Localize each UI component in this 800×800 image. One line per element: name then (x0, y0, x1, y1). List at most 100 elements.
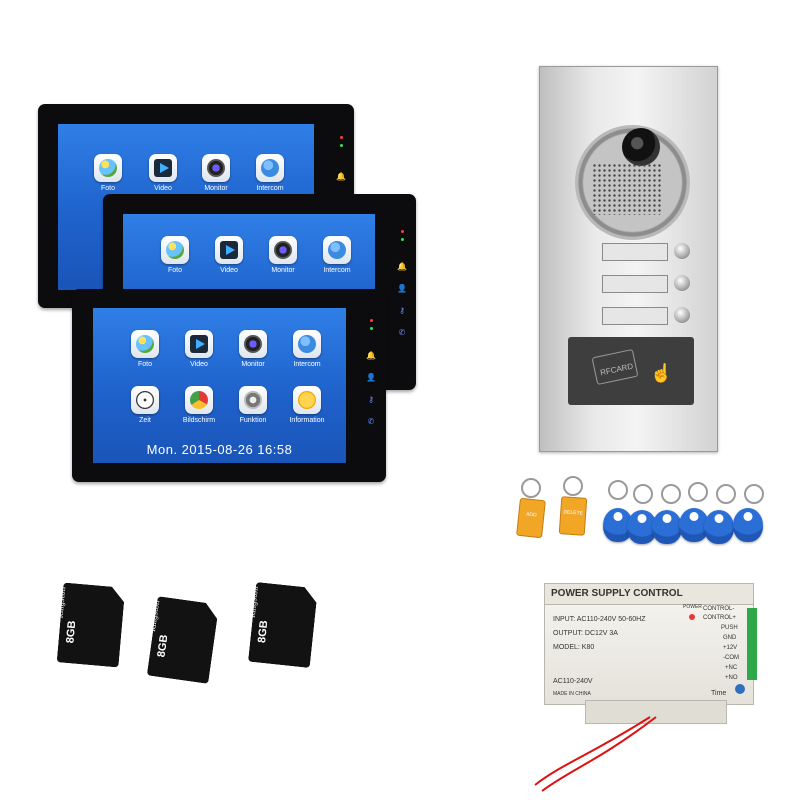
call-button-3[interactable] (674, 307, 690, 323)
keyring-6 (688, 482, 708, 502)
sd-capacity: 8GB (256, 619, 271, 644)
power-supply-unit: POWER SUPPLY CONTROL INPUT: AC110-240V 5… (544, 583, 757, 705)
sd-brand: Kingston (148, 599, 162, 633)
psu-made-label: MADE IN CHINA (553, 691, 591, 697)
sd-capacity: 8GB (64, 620, 79, 644)
monitor-front: Foto Video Monitor Intercom Zeit Bildsch… (72, 289, 386, 482)
nameplate-1 (602, 243, 668, 261)
sd-brand: Kingston (56, 586, 68, 619)
app-bildschirm[interactable]: Bildschirm (179, 386, 219, 424)
app-monitor[interactable]: Monitor (233, 330, 273, 368)
app-foto[interactable]: Foto (155, 236, 195, 274)
psu-input: INPUT: AC110-240V 50-60HZ (553, 616, 646, 623)
bell-icon[interactable]: 🔔 (397, 262, 407, 271)
sd-card-1: Kingston 8GB (57, 582, 126, 667)
psu-ac-label: AC110-240V (553, 678, 593, 685)
app-label: Funktion (239, 417, 267, 424)
app-label: Monitor (241, 361, 265, 368)
app-label: Zeit (139, 417, 151, 424)
power-led-icon (689, 614, 695, 620)
rfid-reader[interactable]: RFCARD ☝ (568, 337, 694, 405)
app-label: Foto (100, 185, 115, 192)
app-monitor[interactable]: Monitor (263, 236, 303, 274)
psu-model: MODEL: K80 (553, 644, 595, 651)
led-red (339, 136, 343, 139)
terminal-label-5: +12V (723, 645, 738, 651)
key-icon[interactable]: ⚷ (399, 306, 405, 315)
sd-capacity: 8GB (155, 633, 171, 658)
app-label: Bildschirm (182, 417, 216, 424)
blue-keyfob-6 (733, 508, 763, 542)
keyring-1 (521, 478, 541, 498)
terminal-label-7: +NC (725, 665, 738, 671)
door-station-panel: RFCARD ☝ (539, 66, 718, 452)
phone-icon[interactable]: ✆ (398, 328, 406, 337)
app-label: Video (220, 267, 238, 274)
nameplate-2 (602, 275, 668, 293)
keyring-4 (633, 484, 653, 504)
keyring-5 (661, 484, 681, 504)
clock-icon (131, 386, 159, 414)
admin-delete-keyfob: DELETE (558, 496, 588, 536)
time-knob-icon[interactable] (735, 684, 745, 694)
psu-mount-bracket (585, 700, 727, 724)
user-icon[interactable]: 👤 (366, 373, 376, 382)
video-icon (149, 154, 177, 182)
monitor-middle-side-controls: 🔔 👤 ⚷ ✆ (397, 230, 407, 351)
admin-add-keyfob: ADD (516, 497, 546, 539)
psu-power-label: POWER (683, 604, 702, 610)
app-video[interactable]: Video (209, 236, 249, 274)
sd-card-3: Kingston 8GB (248, 582, 318, 668)
blue-keyfob-3 (652, 510, 682, 544)
intercom-icon (256, 154, 284, 182)
monitor-back-side-controls: 🔔 (336, 136, 346, 195)
psu-time-label: Time (711, 690, 727, 697)
terminal-block[interactable] (747, 608, 757, 680)
intercom-icon (293, 330, 321, 358)
terminal-label-6: -COM (723, 655, 739, 661)
app-intercom[interactable]: Intercom (287, 330, 327, 368)
app-label: Information (289, 417, 325, 424)
foto-icon (161, 236, 189, 264)
bell-icon[interactable]: 🔔 (336, 172, 346, 181)
terminal-label-8: +NO (725, 675, 738, 681)
terminal-label-1: CONTROL- (703, 606, 735, 612)
monitor-icon (202, 154, 230, 182)
display-icon (185, 386, 213, 414)
psu-title: POWER SUPPLY CONTROL (551, 588, 683, 599)
video-icon (185, 330, 213, 358)
app-monitor[interactable]: Monitor (196, 154, 236, 192)
app-intercom[interactable]: Intercom (317, 236, 357, 274)
keyring-8 (744, 484, 764, 504)
monitor-icon (269, 236, 297, 264)
app-label: Video (154, 185, 172, 192)
add-label: ADD (525, 511, 537, 519)
app-zeit[interactable]: Zeit (125, 386, 165, 424)
app-intercom[interactable]: Intercom (250, 154, 290, 192)
user-icon[interactable]: 👤 (397, 284, 407, 293)
app-funktion[interactable]: Funktion (233, 386, 273, 424)
app-video[interactable]: Video (143, 154, 183, 192)
app-label: Monitor (271, 267, 295, 274)
speaker-grille (592, 163, 662, 215)
sd-brand: Kingston (248, 585, 260, 619)
call-button-2[interactable] (674, 275, 690, 291)
call-button-1[interactable] (674, 243, 690, 259)
key-icon[interactable]: ⚷ (368, 395, 374, 404)
bell-icon[interactable]: 🔔 (366, 351, 376, 360)
sd-card-2: Kingston 8GB (147, 596, 220, 684)
app-information[interactable]: Information (287, 386, 327, 424)
psu-wires (534, 716, 657, 792)
keyring-7 (716, 484, 736, 504)
info-icon (293, 386, 321, 414)
app-foto[interactable]: Foto (88, 154, 128, 192)
terminal-label-4: GND (723, 635, 737, 641)
app-foto[interactable]: Foto (125, 330, 165, 368)
led-red (369, 319, 373, 322)
psu-output: OUTPUT: DC12V 3A (553, 630, 618, 637)
psu-header: POWER SUPPLY CONTROL (545, 584, 753, 605)
phone-icon[interactable]: ✆ (367, 417, 375, 426)
app-video[interactable]: Video (179, 330, 219, 368)
hand-icon: ☝ (650, 363, 673, 383)
delete-label: DELETE (563, 509, 584, 517)
